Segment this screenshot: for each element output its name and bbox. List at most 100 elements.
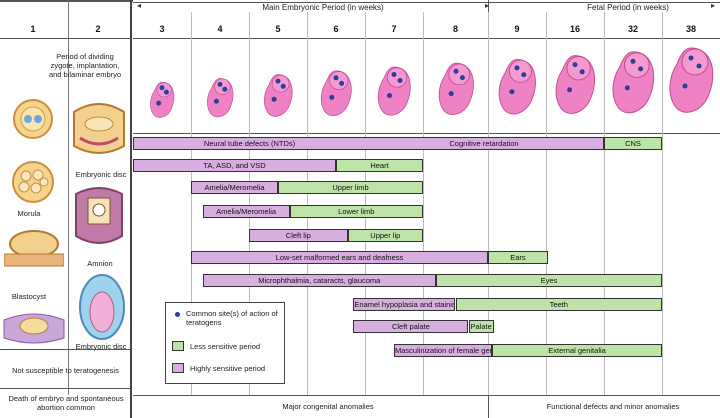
- fetal-period-label: Fetal Period (in weeks): [587, 3, 669, 12]
- teratogen-site-dot: [579, 69, 585, 75]
- legend: Common site(s) of action of teratogens L…: [165, 302, 285, 384]
- embryo-week-16: [555, 55, 595, 114]
- embryo-week-9: [498, 58, 536, 115]
- amnion-illustration: [75, 187, 123, 244]
- teratogen-site-dot: [688, 55, 694, 61]
- week-label-16: 16: [569, 24, 580, 34]
- sensitivity-bar: Masculinization of female genitalia: [394, 344, 493, 357]
- teratogen-site-dot: [514, 65, 520, 71]
- amnion-label: Amnion: [87, 259, 113, 268]
- not-susceptible-note: Not susceptible to teratogenesis: [12, 366, 119, 375]
- teratogen-site-dot: [387, 93, 392, 98]
- embryo-week-4: [207, 78, 234, 118]
- embryo-head: [386, 67, 408, 88]
- embryo-head: [508, 59, 532, 83]
- teratogen-site-dot: [163, 89, 169, 95]
- legend-less-label: Less sensitive period: [190, 342, 261, 351]
- morula-label: Morula: [17, 209, 41, 218]
- teratogen-site-dot: [509, 89, 515, 95]
- embryo-week-5: [264, 74, 293, 117]
- sensitivity-bar: Upper lip: [347, 229, 423, 242]
- death-note: Death of embryo and spontaneous abortion…: [8, 394, 124, 412]
- column-divider: [604, 12, 605, 395]
- functional-defects-label: Functional defects and minor anomalies: [546, 402, 680, 411]
- teratogen-site-dot: [567, 87, 573, 93]
- sensitivity-bar: External genitalia: [492, 344, 662, 357]
- sensitivity-bar: Upper limb: [278, 181, 423, 194]
- teratogen-site-dot: [397, 78, 403, 83]
- sensitivity-bar: Cleft palate: [353, 320, 469, 333]
- week-label-1: 1: [30, 24, 36, 34]
- teratogen-site-dot: [453, 68, 458, 74]
- sensitivity-bar: CNS: [604, 137, 662, 150]
- legend-dot-label: Common site(s) of action of teratogens: [186, 309, 278, 327]
- teratogen-site-dot: [222, 86, 228, 92]
- column-divider: [249, 12, 250, 395]
- sensitivity-bar: Teeth: [455, 298, 662, 311]
- teratogen-site-dot: [682, 83, 688, 89]
- week-label-32: 32: [627, 24, 638, 34]
- sensitivity-bar: Cognitive retardation: [365, 137, 604, 150]
- column-divider: [546, 12, 547, 395]
- teratogen-site-dot: [624, 85, 630, 91]
- major-anomalies-label: Major congenital anomalies: [282, 402, 374, 411]
- teratogen-site-dot: [159, 85, 165, 91]
- column-divider: [365, 12, 366, 395]
- embryonic-disc-label-1: Embryonic disc: [75, 170, 127, 179]
- teratogen-site-dot: [329, 94, 335, 100]
- main-period-label: Main Embryonic Period (in weeks): [262, 3, 384, 12]
- week-label-38: 38: [685, 24, 696, 34]
- sensitivity-bar: Neural tube defects (NTDs): [133, 137, 365, 150]
- left-panel: 1 2 Period of dividing zygote, implantat…: [0, 0, 133, 418]
- sensitivity-chart: ◂ Main Embryonic Period (in weeks) ▸ Fet…: [133, 0, 720, 418]
- sensitivity-bar: Enamel hypoplasia and staining: [353, 298, 456, 311]
- embryo-head: [566, 56, 591, 81]
- teratogen-site-dot: [696, 63, 702, 69]
- sensitivity-bar: Microphthalmia, cataracts, glaucoma: [202, 274, 436, 287]
- embryonic-disc-label-2: Embryonic disc: [75, 342, 127, 351]
- teratogen-site-dot: [459, 75, 465, 81]
- sensitivity-bar: Palate: [468, 320, 494, 333]
- embryo-week-3: [150, 81, 175, 118]
- column-divider: [423, 12, 424, 395]
- teratogen-site-dot: [521, 72, 527, 78]
- sensitivity-bar: Amelia/Meromelia: [202, 205, 290, 218]
- teratogen-site-dot: [271, 96, 277, 102]
- blastocyst-illustration: [4, 230, 64, 267]
- embryo-week-7: [377, 66, 411, 116]
- week-label-3: 3: [159, 24, 165, 34]
- bilaminar-disc-illustration: [73, 103, 125, 154]
- sensitivity-bar: Eyes: [436, 274, 662, 287]
- sensitivity-bar: Heart: [336, 159, 423, 172]
- teratogen-site-dot: [572, 62, 578, 68]
- morula-illustration: [12, 161, 54, 203]
- week-label-8: 8: [452, 24, 458, 34]
- sensitivity-bar: Ears: [488, 251, 548, 264]
- week-label-9: 9: [514, 24, 520, 34]
- teratogen-site-dot: [448, 91, 454, 97]
- teratogen-site-dot: [333, 75, 339, 81]
- zygote-illustration: [13, 99, 53, 139]
- sensitivity-bar: Amelia/Meromelia: [191, 181, 278, 194]
- week-label-7: 7: [391, 24, 397, 34]
- embryo-week-32: [612, 51, 655, 114]
- sensitivity-bar: TA, ASD, and VSD: [133, 159, 336, 172]
- embryo-head: [447, 63, 470, 86]
- teratogen-site-dot: [217, 81, 223, 87]
- legend-high-label: Highly sensitive period: [190, 364, 266, 373]
- column-divider: [488, 12, 489, 395]
- highly-sensitive-swatch: [172, 363, 184, 373]
- teratogen-site-dot: [391, 72, 397, 77]
- teratogen-site-dot: [213, 98, 219, 104]
- sensitivity-bar: Low-set malformed ears and deafness: [191, 251, 488, 264]
- blastocyst-label: Blastocyst: [11, 292, 47, 301]
- column-divider: [662, 12, 663, 395]
- dividing-note: Period of dividing zygote, implantation,…: [48, 52, 122, 79]
- week-label-5: 5: [275, 24, 281, 34]
- teratogen-dot-icon: [175, 312, 180, 317]
- teratogen-site-dot: [156, 100, 162, 106]
- sensitivity-bar: Cleft lip: [249, 229, 348, 242]
- sensitivity-bar: Lower limb: [289, 205, 423, 218]
- less-sensitive-swatch: [172, 341, 184, 351]
